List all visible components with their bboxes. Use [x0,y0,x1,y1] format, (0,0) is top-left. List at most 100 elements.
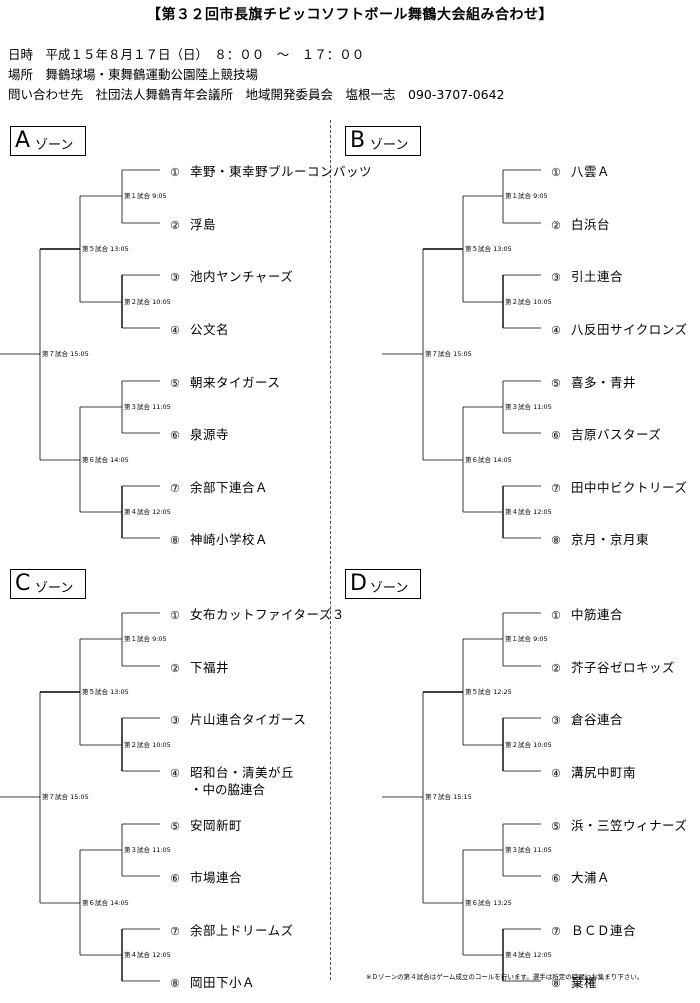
team-name: 喜多・青井 [571,375,637,390]
team-number: ④ [170,767,180,780]
team-entry: ④ 溝尻中町南 [551,762,636,781]
team-number: ⑧ [170,534,180,547]
team-number: ② [170,219,180,232]
team-name: 池内ヤンチャーズ [190,269,294,284]
team-number: ③ [170,714,180,727]
team-number: ⑦ [551,925,561,938]
match-label-m7: 第７試合 15:05 [424,350,473,358]
team-name: 田中中ビクトリーズ [571,480,688,495]
match-label-m6: 第６試合 14:05 [81,899,130,907]
team-name: 公文名 [190,322,230,337]
team-number: ⑤ [170,377,180,390]
match-label-m1: 第１試合 9:05 [123,192,168,200]
team-entry: ② 白浜台 [551,214,610,233]
team-number: ⑤ [551,820,561,833]
team-entry: ⑥ 泉源寺 [170,424,229,443]
match-label-m6: 第６試合 14:05 [464,456,513,464]
team-name: 大浦Ａ [571,870,611,885]
team-name: 女布カットファイターズ３ [190,607,345,622]
match-label-m2: 第２試合 10:05 [504,741,553,749]
team-entry: ⑤ 喜多・青井 [551,372,636,391]
team-number: ④ [551,767,561,780]
team-name: 泉源寺 [190,427,230,442]
match-label-m1: 第１試合 9:05 [504,635,549,643]
team-number: ④ [170,324,180,337]
team-number: ① [170,609,180,622]
match-label-m6: 第６試合 14:05 [81,456,130,464]
zone-label: ゾーン [35,581,74,596]
team-entry: ⑥ 大浦Ａ [551,867,610,886]
team-entry: ④ 八反田サイクロンズ [551,319,688,338]
bracket-lines [382,169,541,539]
team-number: ⑤ [551,377,561,390]
page-title: 【第３２回市長旗チビッコソフトボール舞鶴大会組み合わせ】 [147,7,553,23]
team-number: ⑥ [170,872,180,885]
team-name: 浮島 [190,217,217,232]
zone-letter: A [15,128,31,153]
team-number: ① [551,609,561,622]
team-name: 余部上ドリームズ [190,923,294,938]
team-entry: ① 女布カットファイターズ３ [170,604,345,623]
bracket-lines [0,169,160,539]
team-number: ⑧ [170,977,180,990]
team-entry: ⑥ 吉原バスターズ [551,424,661,443]
match-label-m4: 第４試合 12:05 [504,508,553,516]
match-label-m2: 第２試合 10:05 [123,298,172,306]
team-entry: ③ 片山連合タイガース [170,709,306,728]
team-name: 溝尻中町南 [571,765,637,780]
match-label-m4: 第４試合 12:05 [504,951,553,959]
match-label-m5: 第５試合 13:05 [464,245,513,253]
team-number: ① [170,166,180,179]
zone-divider [330,120,331,980]
team-name: 片山連合タイガース [190,712,307,727]
team-name: 引土連合 [571,269,624,284]
match-label-m1: 第１試合 9:05 [504,192,549,200]
team-number: ④ [551,324,561,337]
team-name: 市場連合 [190,870,243,885]
team-name: 吉原バスターズ [571,427,662,442]
team-number: ② [551,662,561,675]
match-label-m5: 第５試合 13:05 [81,688,130,696]
match-label-m7: 第７試合 15:15 [424,793,473,801]
match-label-m2: 第２試合 10:05 [504,298,553,306]
match-label-m2: 第２試合 10:05 [123,741,172,749]
datetime-line: 日時 平成１５年８月１７日（日） ８：００ ～ １７：００ [8,47,365,62]
team-name: 白浜台 [571,217,611,232]
footnote: ※Ｄゾーンの第４試合はゲーム成立のコールを行います。選手は所定の時間にお集まり下… [366,973,644,981]
team-number: ⑦ [551,482,561,495]
match-label-m3: 第３試合 11:05 [504,846,553,854]
team-entry: ⑤ 朝来タイガース [170,372,280,391]
team-number: ⑥ [170,429,180,442]
match-label-m4: 第４試合 12:05 [123,951,172,959]
team-name: 八雲Ａ [571,164,611,179]
team-name: 下福井 [190,660,230,675]
team-name: 浜・三笠ウィナーズ [571,818,688,833]
team-entry: ⑦ 余部上ドリームズ [170,920,294,939]
team-number: ③ [170,271,180,284]
match-label-m4: 第４試合 12:05 [123,508,172,516]
team-number: ⑤ [170,820,180,833]
team-name: 朝来タイガース [190,375,281,390]
team-name: 芥子谷ゼロキッズ [571,660,676,675]
team-name: 八反田サイクロンズ [571,322,688,337]
match-label-m6: 第６試合 13:25 [464,899,513,907]
zone-label: ゾーン [370,138,409,153]
team-entry: ② 芥子谷ゼロキッズ [551,657,675,676]
team-entry: ⑥ 市場連合 [170,867,242,886]
team-name: 余部下連合Ａ [190,480,269,495]
team-number: ⑥ [551,872,561,885]
team-number: ⑥ [551,429,561,442]
zone-letter: C [15,571,31,596]
team-number: ② [551,219,561,232]
zone-label: ゾーン [370,581,409,596]
team-number: ⑦ [170,925,180,938]
team-number: ③ [551,271,561,284]
team-name: 安岡新町 [190,818,243,833]
match-label-m5: 第５試合 12:25 [464,688,513,696]
